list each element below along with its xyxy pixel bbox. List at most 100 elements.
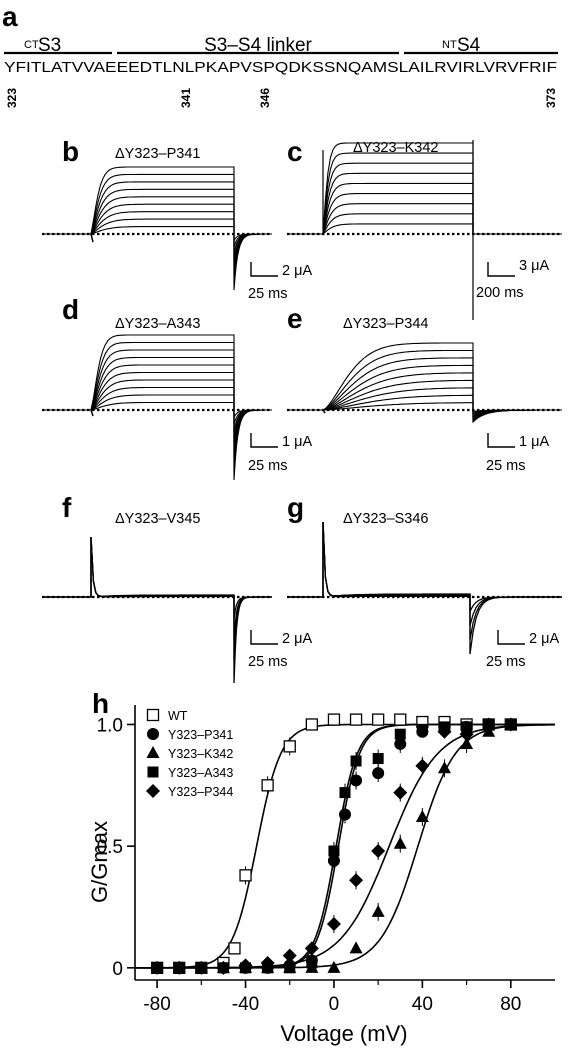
legend-entry: Y323–P341 [168,728,233,742]
data-point-a343 [350,755,362,767]
legend-entry: Y323–A343 [168,766,233,780]
data-point-k342 [437,761,451,774]
data-point-k342 [460,736,474,749]
x-tick-label: -80 [143,994,170,1015]
panel-g: g ΔY323–S346 2 μA 25 ms [287,492,562,670]
panel-label-b: b [62,136,79,167]
amino-acid-sequence: YFITLATVVAEEEDTLNLPKAPVSPQDKSSNQAMSLAILR… [4,60,557,76]
data-point-wt [283,740,296,753]
scale-current-e: 1 μA [519,434,549,450]
data-point-p344 [304,941,319,956]
current-family-d [42,334,272,481]
y-tick-label: 1.0 [97,715,123,736]
y-tick-label: 0 [112,959,123,980]
current-trace [287,142,562,235]
current-trace [287,521,562,655]
data-point-p344 [393,785,408,800]
data-point-a343 [372,753,384,765]
current-family-e [287,342,562,424]
data-point-p344 [415,758,430,773]
current-trace [42,536,272,684]
panel-c: c ΔY323–K342 3 μA 200 ms [287,136,562,320]
trace-title-g: ΔY323–S346 [343,511,428,527]
segment-superscript-nt: NT [442,39,457,51]
data-point-a343 [328,845,340,857]
data-point-wt [394,713,407,726]
data-point-a343 [284,962,296,974]
data-point-p344 [503,717,518,732]
scale-bar-g [497,630,525,645]
data-point-k342 [146,746,160,758]
segment-title-s4: S4 [457,35,481,56]
data-point-k342 [393,836,407,849]
panel-a: a CT S3 S3–S4 linker NT S4 YFITLATVVAEEE… [2,1,558,108]
fit-curve [135,723,556,969]
x-axis-label: Voltage (mV) [280,1021,407,1046]
data-point-wt [305,718,318,731]
data-point-k342 [349,941,363,954]
current-trace [42,334,272,481]
legend-entry: Y323–K342 [168,747,233,761]
current-trace [42,173,272,284]
data-point-p344 [260,955,275,970]
scale-current-d: 1 μA [282,434,312,450]
y-tick-label: 0.5 [97,837,123,858]
data-point-a343 [394,728,406,740]
data-point-p341 [394,737,407,750]
data-point-wt [239,869,252,882]
segment-superscript-ct: CT [24,39,39,51]
x-tick-label: -40 [232,994,259,1015]
data-point-p344 [349,873,364,888]
data-point-wt [228,942,241,955]
data-point-a343 [306,957,318,969]
current-family-g [287,521,562,655]
panel-b: b ΔY323–P341 2 μA 25 ms [42,136,312,302]
scale-bar-d [250,433,278,448]
data-point-p344 [194,960,209,975]
residue-number-323: 323 [5,88,19,108]
x-tick-label: 40 [412,994,433,1015]
data-point-k342 [327,960,341,973]
data-point-p344 [172,960,187,975]
data-point-a343 [147,766,159,778]
scale-time-f: 25 ms [248,654,288,670]
data-point-p344 [371,844,386,859]
legend-entry: Y323–P344 [168,785,233,799]
panel-label-a: a [2,1,18,32]
panel-label-e: e [287,303,303,334]
segment-title-linker: S3–S4 linker [204,35,312,56]
current-trace [42,181,272,278]
data-point-p341 [372,767,385,780]
data-point-p344 [150,960,165,975]
scale-time-c: 200 ms [476,285,524,301]
fit-curve [135,723,556,969]
y-axis-label: G/Gmax [87,821,112,903]
scale-bar-c [487,262,515,277]
current-trace [287,521,562,626]
scale-bar-e [487,433,515,448]
residue-number-341: 341 [179,88,193,108]
data-point-wt [146,708,160,722]
panel-f: f ΔY323–V345 2 μA 25 ms [42,492,312,684]
data-point-p344 [238,958,253,973]
data-point-p344 [146,784,160,798]
data-point-p341 [327,854,340,867]
panel-e: e ΔY323–P344 1 μA 25 ms [287,303,562,474]
data-point-p344 [459,727,474,742]
legend-entry: WT [168,709,188,723]
scale-time-e: 25 ms [486,458,526,474]
data-point-p341 [339,808,351,821]
panel-label-h: h [92,688,109,719]
trace-title-b: ΔY323–P341 [115,146,200,162]
trace-title-f: ΔY323–V345 [115,511,200,527]
scale-time-g: 25 ms [486,654,526,670]
data-point-wt [349,713,363,726]
current-family-b [42,166,272,291]
panel-label-d: d [62,294,79,325]
x-tick-label: 0 [329,994,340,1015]
trace-title-e: ΔY323–P344 [343,316,428,332]
current-trace [42,341,272,474]
